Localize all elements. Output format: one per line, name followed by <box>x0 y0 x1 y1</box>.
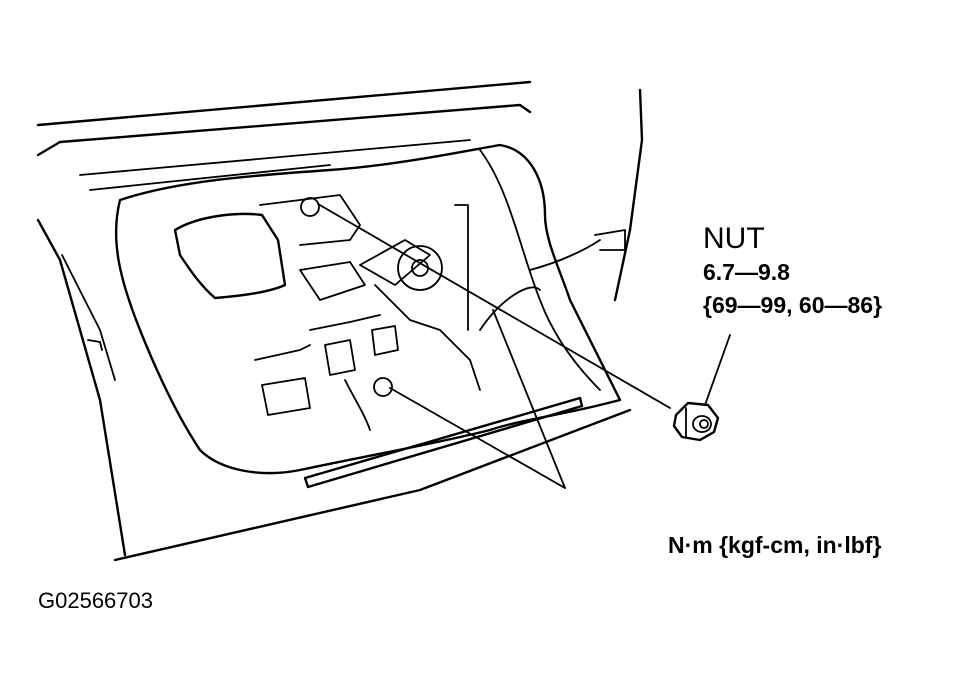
panel-cutout-mid <box>299 261 366 301</box>
figure-code: G02566703 <box>38 588 153 613</box>
regulator-cable <box>309 314 381 331</box>
weatherstrip <box>303 396 584 489</box>
inner-panel-outline <box>114 143 622 475</box>
panel-rib <box>254 344 311 361</box>
regulator-arm <box>374 284 481 391</box>
regulator-bracket <box>359 239 431 286</box>
door-top-edge <box>36 80 532 127</box>
nut-hole-upper <box>300 197 320 217</box>
sealing-sheet-edge <box>479 149 601 391</box>
leader-line-label <box>704 334 731 406</box>
panel-cutout-upper <box>173 212 287 300</box>
units-note: N·m {kgf-cm, in·lbf} <box>668 532 882 558</box>
leader-line-middle <box>492 309 566 489</box>
panel-cutout-lower-mid <box>324 339 356 376</box>
door-bottom-edge <box>113 408 632 562</box>
regulator-cable-2 <box>479 286 541 331</box>
panel-rib-2 <box>344 379 371 431</box>
nut-torque-alt: {69—99, 60—86} <box>703 292 883 318</box>
door-left-edge <box>36 218 127 557</box>
nut-icon <box>672 401 720 442</box>
door-right-pillar <box>613 88 644 302</box>
leader-line-lower <box>389 387 566 489</box>
door-top-corner <box>36 140 62 157</box>
nut-hole-lower <box>373 377 393 397</box>
regulator-motor <box>397 245 443 291</box>
door-rod <box>529 239 601 271</box>
leader-line-nut <box>317 203 671 409</box>
door-trim-line <box>79 139 471 176</box>
nut-torque-nm: 6.7—9.8 <box>703 259 790 285</box>
regulator-rail <box>454 204 469 331</box>
door-latch <box>594 229 626 251</box>
door-left-clip <box>87 339 103 351</box>
nut-label: NUT <box>703 222 765 255</box>
panel-cutout-lower-right <box>371 325 399 356</box>
door-trim-line-2 <box>89 164 331 191</box>
panel-cutout-lower-left <box>261 377 311 416</box>
door-left-edge-inner <box>61 254 116 381</box>
door-top-edge-inner <box>58 103 532 144</box>
